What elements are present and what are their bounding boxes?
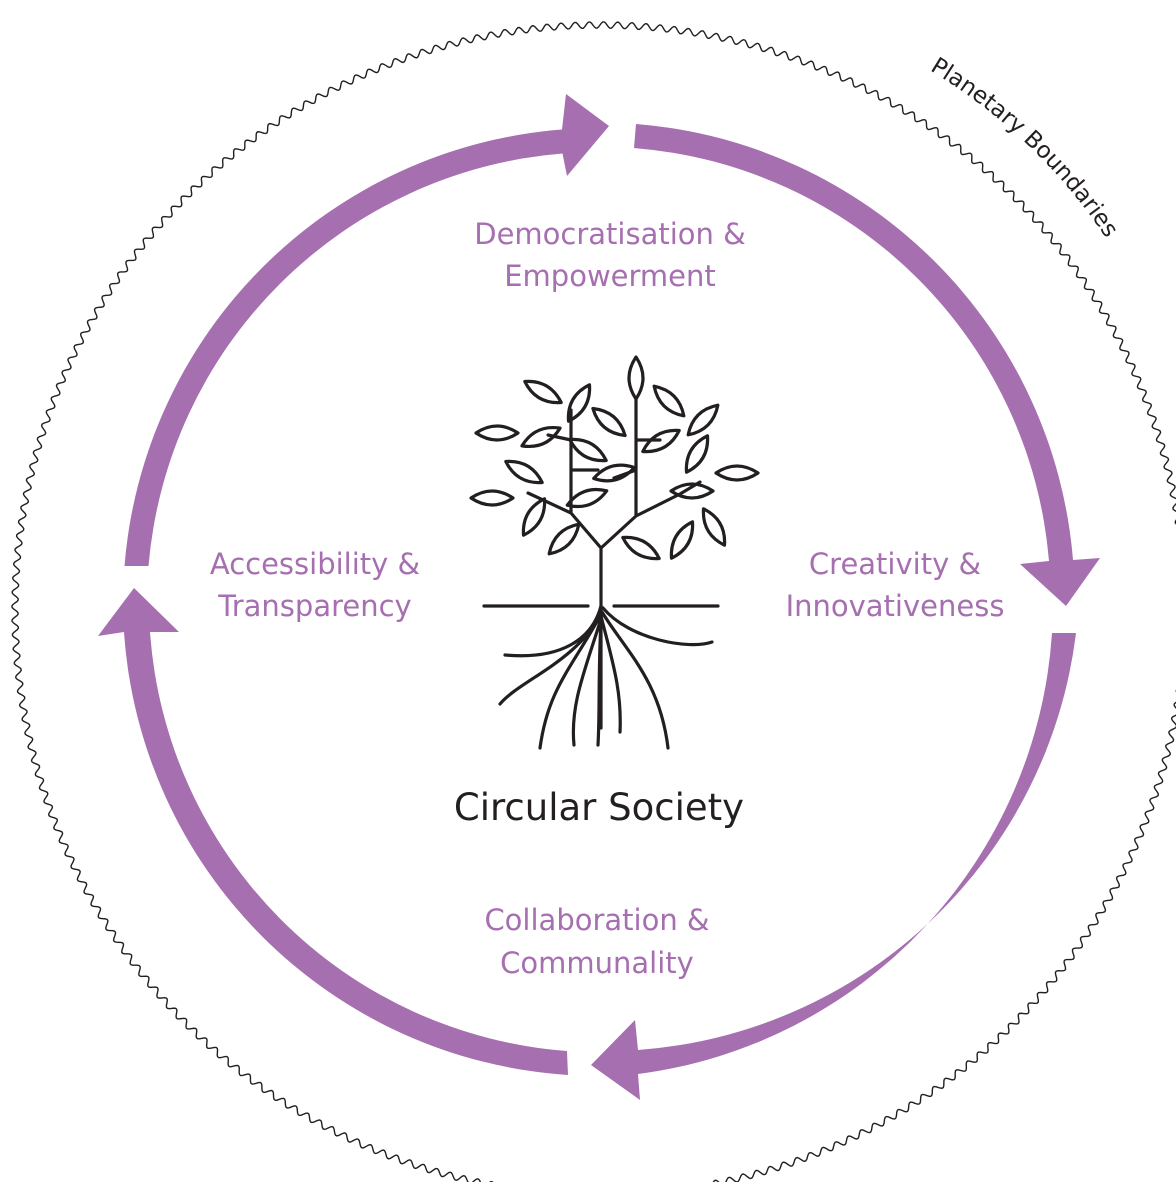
pillar-right-line-1: Creativity & (809, 547, 981, 581)
tree-leaf-7 (520, 425, 562, 449)
cycle-arrow-left (98, 588, 568, 1075)
tree-leaf-16 (521, 497, 547, 537)
pillar-right-line-2: Innovativeness (786, 589, 1005, 623)
pillar-label-left: Accessibility & Transparency (210, 547, 420, 623)
pillar-left-line-2: Transparency (217, 589, 411, 623)
tree-leaf-20 (621, 535, 661, 561)
tree-leaf-10 (684, 434, 710, 474)
pillar-label-right: Creativity & Innovativeness (786, 547, 1005, 623)
cycle-arrow-bottom (591, 633, 1076, 1100)
pillar-top-line-1: Democratisation & (474, 217, 746, 251)
planetary-boundaries-label: Planetary Boundaries (926, 53, 1123, 242)
tree-leaf-9 (641, 428, 681, 454)
pillar-left-line-1: Accessibility & (210, 547, 420, 581)
tree-leaf-19 (547, 522, 581, 556)
tree-leaf-3 (566, 383, 592, 423)
tree-leaf-1 (627, 355, 645, 401)
tree-leaf-5 (686, 403, 720, 437)
tree-leaf-12 (504, 459, 544, 485)
pillar-top-line-2: Empowerment (504, 259, 716, 293)
tree-leaf-2 (523, 379, 563, 405)
pillar-label-top: Democratisation & Empowerment (474, 217, 746, 293)
planetary-boundary-line (11, 21, 1176, 1182)
tree-leaf-11 (568, 437, 608, 463)
pillar-bottom-line-1: Collaboration & (484, 903, 709, 937)
tree-leaf-18 (669, 482, 715, 500)
pillar-label-bottom: Collaboration & Communality (484, 903, 709, 980)
tree-leaf-4 (652, 384, 686, 418)
tree-with-roots-icon (469, 355, 760, 750)
tree-leaf-6 (474, 424, 520, 442)
pillar-bottom-line-2: Communality (500, 946, 694, 980)
tree-leaf-14 (714, 464, 760, 482)
tree-leaf-8 (591, 406, 627, 438)
cycle-arrow-top (124, 94, 609, 566)
tree-leaf-15 (469, 489, 515, 507)
tree-leaf-17 (565, 487, 609, 509)
tree-leaf-13 (592, 463, 636, 483)
cycle-arrows (98, 94, 1100, 1100)
cycle-arrow-right (634, 124, 1100, 606)
tree-leaf-21 (669, 520, 695, 560)
tree-leaf-22 (701, 507, 727, 547)
center-title: Circular Society (454, 786, 744, 829)
